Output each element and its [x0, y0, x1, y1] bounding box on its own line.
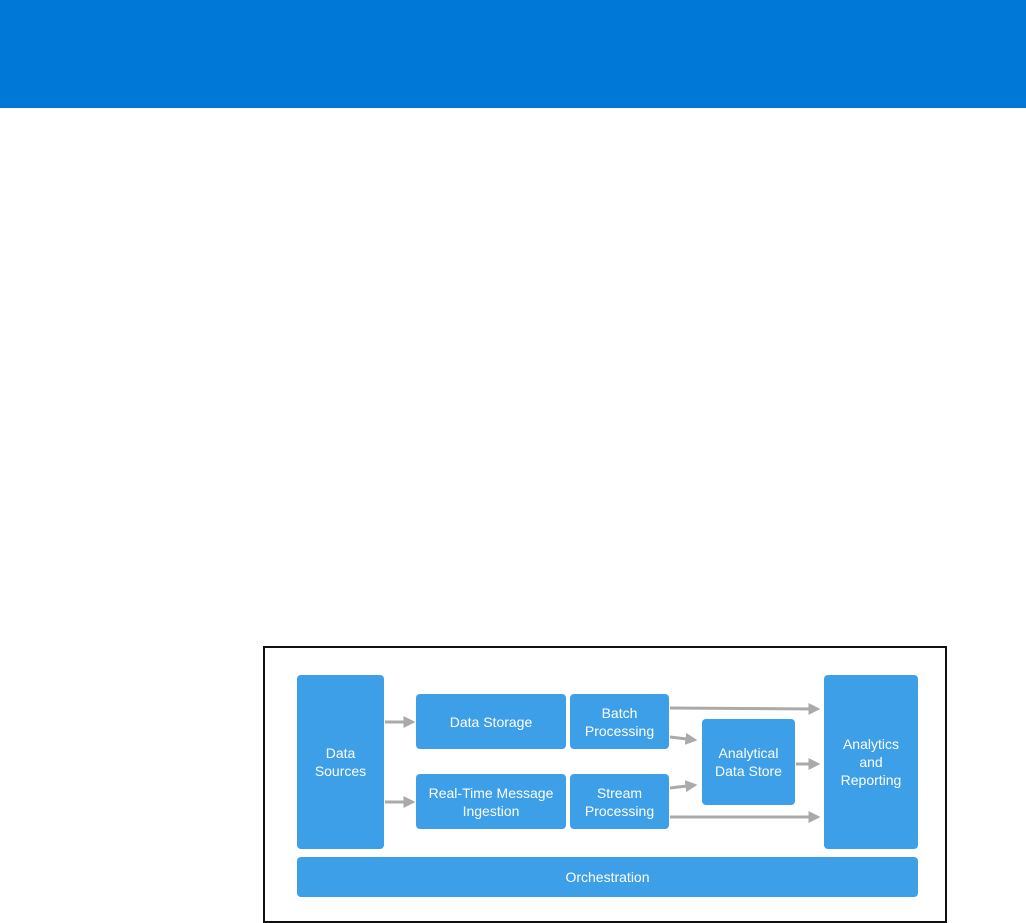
- arrow-batch-to-store: [669, 732, 698, 745]
- analytical-data-store-node: Analytical Data Store: [702, 719, 795, 805]
- realtime-ingestion-node: Real-Time Message Ingestion: [416, 774, 566, 829]
- batch-processing-node: Batch Processing: [570, 694, 669, 749]
- arrow-stream-to-store: [669, 780, 698, 793]
- data-storage-node: Data Storage: [416, 694, 566, 749]
- arrow-batch-to-analytics: [669, 702, 821, 715]
- data-sources-node: Data Sources: [297, 675, 384, 849]
- architecture-diagram: Data Sources Data Storage Real-Time Mess…: [263, 646, 947, 923]
- analytics-reporting-node: Analytics and Reporting: [824, 675, 918, 849]
- stream-processing-node: Stream Processing: [570, 774, 669, 829]
- connector-arrows: [385, 702, 821, 823]
- orchestration-node: Orchestration: [297, 857, 918, 897]
- header-banner: [0, 0, 1026, 108]
